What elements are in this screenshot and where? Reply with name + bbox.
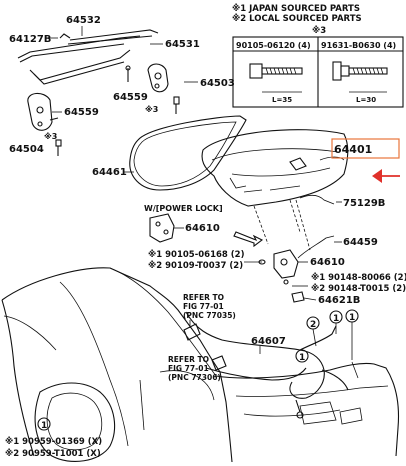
bolt-table: 90105-06120 (4) 91631-B0630 (4) L=35 L=3… xyxy=(232,36,404,108)
bolt-icon-1 xyxy=(249,63,303,93)
circle-marker-2: 2 xyxy=(306,316,320,330)
mark-x3-bolt: ※3 xyxy=(145,104,158,114)
hinge-left xyxy=(27,92,59,131)
label-64532: 64532 xyxy=(66,15,101,26)
callout-grommet-2: ※2 90959-T1001 (X) xyxy=(5,448,101,459)
circle-1a-text: 1 xyxy=(333,314,339,324)
circle-2-text: 2 xyxy=(310,320,316,330)
label-64504: 64504 xyxy=(9,144,44,155)
label-64459: 64459 xyxy=(343,237,378,248)
callout-bolt-2: ※2 90109-T0037 (2) xyxy=(148,260,243,271)
wire-harness xyxy=(183,311,359,419)
refer1-line2: FIG 77-01 xyxy=(183,302,224,311)
pointer-arrow-icon xyxy=(372,169,400,183)
refer2-line1: REFER TO xyxy=(168,355,209,364)
bolt-small-icon xyxy=(173,96,180,114)
weatherstrip xyxy=(129,115,247,191)
bolt-length-1: L=35 xyxy=(272,96,292,104)
callout-bolt-4: ※2 90148-T0015 (2) xyxy=(311,283,406,294)
label-64531: 64531 xyxy=(165,39,200,50)
label-64610-top: 64610 xyxy=(185,223,220,234)
striker-icon xyxy=(291,291,305,303)
legend-japan-sourced: ※1 JAPAN SOURCED PARTS xyxy=(232,3,360,14)
callout-bolt-1: ※1 90105-06168 (2) xyxy=(148,249,245,260)
label-64559-top: 64559 xyxy=(113,92,148,103)
power-lock-label: W/[POWER LOCK] xyxy=(144,204,223,213)
bolt-left-icon xyxy=(55,139,62,156)
circle-1-bottom-text: 1 xyxy=(41,421,47,431)
direction-arrow-icon xyxy=(233,231,264,248)
latch-assembly xyxy=(273,235,335,285)
torsion-bar-rods xyxy=(17,29,159,85)
bolt-length-2: L=30 xyxy=(356,96,376,104)
circle-1b-text: 1 xyxy=(349,313,355,323)
label-64401: 64401 xyxy=(334,143,372,156)
refer2-line2: FIG 77-01 xyxy=(168,364,209,373)
trunk-lid xyxy=(201,129,349,207)
bolt-icon-2 xyxy=(332,61,388,93)
circle-marker-1a: 1 xyxy=(329,310,343,324)
refer1-line1: REFER TO xyxy=(183,293,224,302)
callout-grommet-1: ※1 90959-01369 (X) xyxy=(5,436,102,447)
washer-icon xyxy=(258,259,266,265)
refer2-line3: (PNC 77306) xyxy=(168,373,221,382)
circle-marker-1c: 1 xyxy=(295,349,309,363)
legend-local-sourced: ※2 LOCAL SOURCED PARTS xyxy=(232,13,362,24)
label-64621b: 64621B xyxy=(318,295,360,306)
bolt-part-2: 91631-B0630 (4) xyxy=(321,41,396,50)
part-highlight-box xyxy=(331,138,400,159)
circle-marker-1b: 1 xyxy=(345,309,359,323)
hinge-right xyxy=(125,63,169,93)
mark-x3-left: ※3 xyxy=(44,131,57,141)
label-64559-left: 64559 xyxy=(64,107,99,118)
emblem-cable xyxy=(299,194,335,205)
label-75129b: 75129B xyxy=(343,198,385,209)
bolt-part-1: 90105-06120 (4) xyxy=(236,41,311,50)
label-64461: 64461 xyxy=(92,167,127,178)
car-body xyxy=(1,267,400,463)
refer1-line3: (PNC 77035) xyxy=(183,311,236,320)
circle-marker-1-bottom: 1 xyxy=(37,417,51,431)
label-64610-right: 64610 xyxy=(310,257,345,268)
lock-actuator-small xyxy=(149,213,175,243)
label-64503: 64503 xyxy=(200,78,235,89)
label-64607: 64607 xyxy=(251,336,286,347)
legend-mark-3: ※3 xyxy=(312,25,326,36)
callout-bolt-3: ※1 90148-80066 (2) xyxy=(311,272,406,283)
label-64127b: 64127B xyxy=(9,34,51,45)
circle-1c-text: 1 xyxy=(299,353,305,363)
